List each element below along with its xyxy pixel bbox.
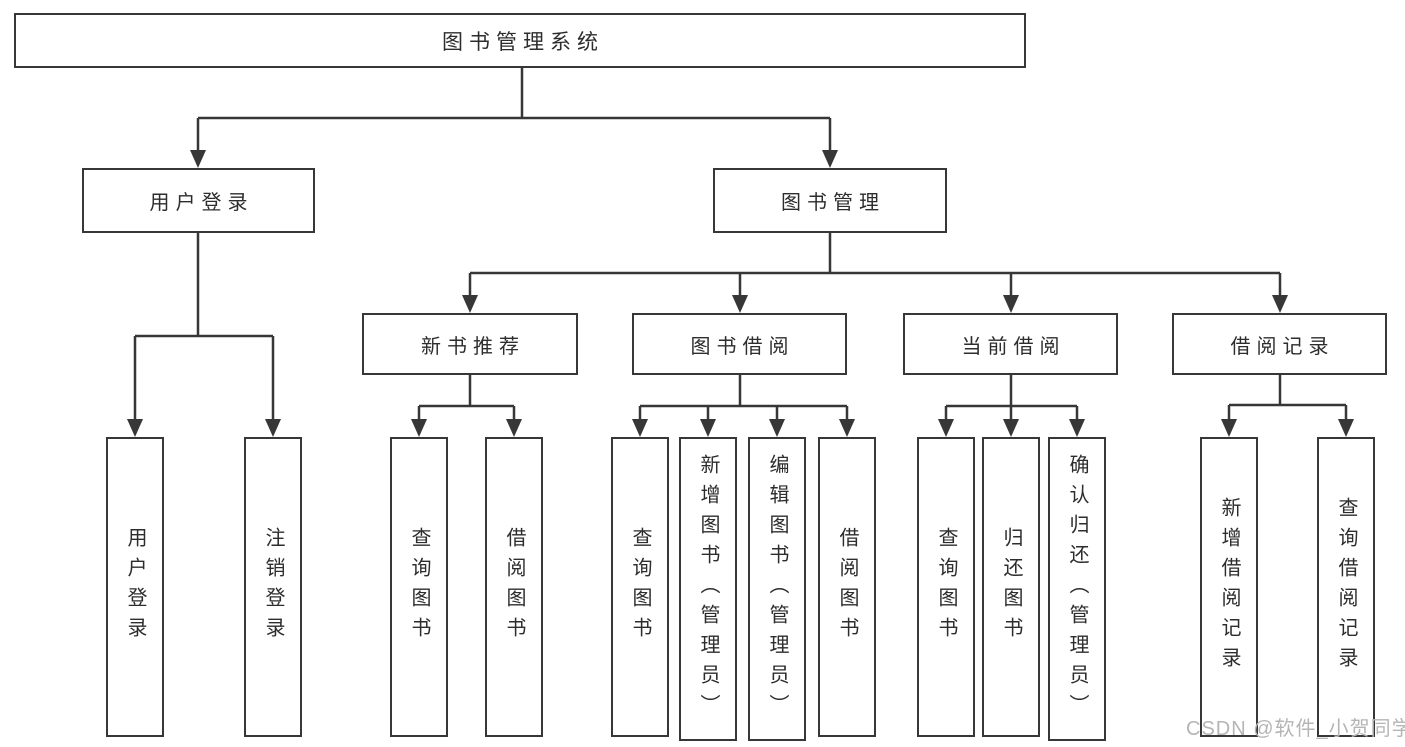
node-book-borrowing-label: 图书借阅 [690, 335, 795, 358]
arrowhead [1003, 419, 1019, 437]
arrowhead [462, 295, 478, 313]
connector-book-management-group [462, 233, 1288, 313]
node-book-management: 图书管理 [713, 168, 947, 233]
leaf-confirm-return-admin: 确认归还（管理员） [1048, 437, 1106, 741]
arrowhead [1338, 419, 1354, 437]
node-new-book-recommend-label: 新书推荐 [421, 335, 525, 358]
node-root-label: 图书管理系统 [442, 30, 604, 54]
arrowhead [822, 150, 838, 168]
leaf-query-book-borrow-label: 查询图书 [629, 527, 651, 647]
leaf-edit-book-admin: 编辑图书（管理员） [748, 437, 806, 741]
leaf-query-borrow-record: 查询借阅记录 [1317, 437, 1375, 737]
arrowhead [839, 419, 855, 437]
leaf-return-book-label: 归还图书 [1000, 527, 1022, 647]
leaf-logout-login: 注销登录 [244, 437, 302, 737]
node-current-borrowing: 当前借阅 [903, 313, 1118, 375]
arrowhead [1221, 419, 1237, 437]
arrowhead [265, 419, 281, 437]
leaf-borrow-book-recommend-label: 借阅图书 [503, 527, 525, 647]
connector-user-login-group [127, 233, 281, 437]
leaf-query-book-current: 查询图书 [917, 437, 975, 737]
node-user-login-label: 用户登录 [149, 192, 254, 214]
leaf-user-login: 用户登录 [106, 437, 164, 737]
leaf-query-book-borrow: 查询图书 [611, 437, 669, 737]
leaf-confirm-return-admin-label: 确认归还（管理员） [1066, 454, 1088, 724]
arrowhead [1272, 295, 1288, 313]
leaf-add-borrow-record: 新增借阅记录 [1200, 437, 1258, 737]
node-user-login: 用户登录 [82, 168, 315, 233]
leaf-edit-book-admin-label: 编辑图书（管理员） [766, 454, 788, 724]
connector-new-book-group [411, 375, 522, 437]
arrowhead [1003, 295, 1019, 313]
leaf-borrow-book: 借阅图书 [818, 437, 876, 737]
leaf-borrow-book-recommend: 借阅图书 [485, 437, 543, 737]
arrowhead [632, 419, 648, 437]
connector-current-borrow-group [938, 375, 1085, 437]
leaf-add-borrow-record-label: 新增借阅记录 [1218, 497, 1240, 677]
arrowhead [769, 419, 785, 437]
node-borrow-records: 借阅记录 [1172, 313, 1387, 375]
arrowhead [506, 419, 522, 437]
arrowhead [732, 295, 748, 313]
leaf-borrow-book-label: 借阅图书 [836, 527, 858, 647]
node-book-management-label: 图书管理 [781, 192, 885, 214]
node-book-borrowing: 图书借阅 [632, 313, 847, 375]
connector-borrow-records-group [1221, 375, 1354, 437]
connector-root-to-level2 [190, 68, 838, 168]
arrowhead [1069, 419, 1085, 437]
leaf-add-book-admin: 新增图书（管理员） [679, 437, 737, 741]
leaf-query-book-recommend-label: 查询图书 [408, 527, 430, 647]
node-current-borrowing-label: 当前借阅 [961, 335, 1066, 358]
csdn-watermark: CSDN @软件_小贺同学 [1186, 718, 1405, 740]
leaf-user-login-label: 用户登录 [124, 527, 146, 647]
node-new-book-recommend: 新书推荐 [362, 313, 578, 375]
leaf-query-borrow-record-label: 查询借阅记录 [1335, 497, 1357, 677]
arrowhead [411, 419, 427, 437]
leaf-return-book: 归还图书 [982, 437, 1040, 737]
node-root: 图书管理系统 [14, 13, 1026, 68]
arrowhead [127, 419, 143, 437]
node-borrow-records-label: 借阅记录 [1230, 335, 1335, 358]
arrowhead [938, 419, 954, 437]
leaf-query-book-current-label: 查询图书 [935, 527, 957, 647]
arrowhead [700, 419, 716, 437]
leaf-query-book-recommend: 查询图书 [390, 437, 448, 737]
connector-book-borrow-group [632, 375, 855, 437]
arrowhead [190, 150, 206, 168]
leaf-logout-login-label: 注销登录 [262, 527, 284, 647]
leaf-add-book-admin-label: 新增图书（管理员） [697, 454, 719, 724]
